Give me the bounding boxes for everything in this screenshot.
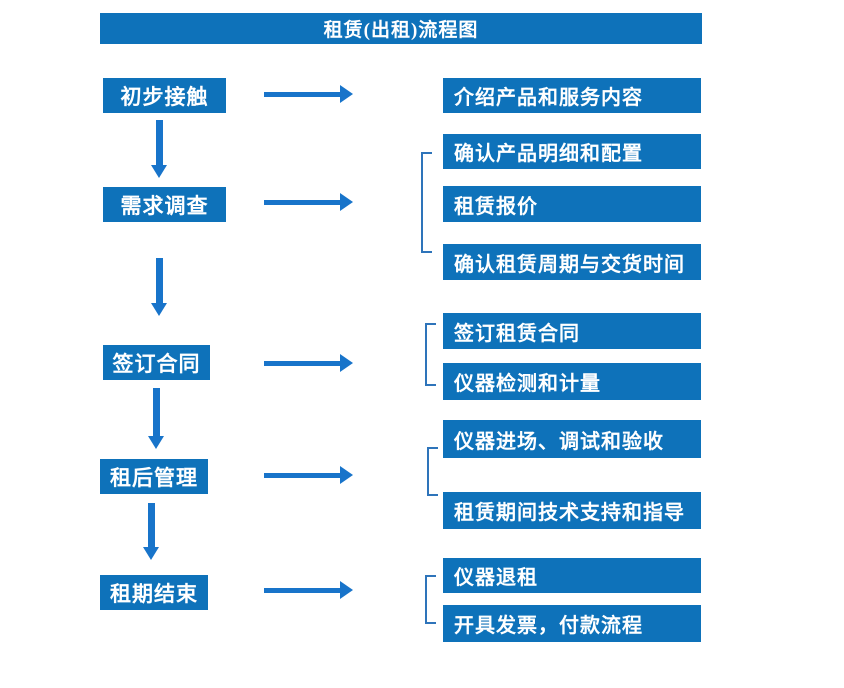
arrow-shaft — [156, 258, 163, 304]
group-bracket — [425, 575, 436, 624]
step-box-post-rental-management: 租后管理 — [100, 459, 208, 494]
step-box-rental-end: 租期结束 — [100, 575, 208, 610]
arrow-head — [340, 354, 353, 372]
arrow-head — [340, 581, 353, 599]
arrow-head — [340, 466, 353, 484]
detail-box-technical-support: 租赁期间技术支持和指导 — [443, 492, 701, 529]
group-bracket — [421, 152, 432, 253]
detail-box-confirm-period-delivery: 确认租赁周期与交货时间 — [443, 244, 701, 280]
detail-box-instrument-testing: 仪器检测和计量 — [443, 363, 701, 400]
arrow-shaft — [264, 360, 342, 366]
arrow-shaft — [264, 587, 342, 593]
detail-box-sign-rental-contract: 签订租赁合同 — [443, 313, 701, 349]
detail-box-invoice-payment: 开具发票，付款流程 — [443, 605, 701, 642]
arrow-shaft — [148, 503, 155, 548]
down-arrow-icon — [151, 258, 168, 316]
arrow-head — [143, 547, 159, 560]
down-arrow-icon — [151, 120, 168, 178]
diagram-title: 租赁(出租)流程图 — [100, 13, 702, 44]
right-arrow-icon — [264, 354, 353, 372]
arrow-head — [148, 436, 164, 449]
arrow-shaft — [156, 120, 163, 166]
arrow-head — [151, 165, 167, 178]
detail-box-introduce-products: 介绍产品和服务内容 — [443, 78, 701, 113]
detail-box-instrument-setup: 仪器进场、调试和验收 — [443, 420, 701, 458]
group-bracket — [427, 447, 438, 496]
step-box-demand-survey: 需求调查 — [103, 187, 226, 222]
down-arrow-icon — [143, 503, 160, 560]
arrow-shaft — [153, 388, 160, 437]
detail-box-instrument-return: 仪器退租 — [443, 558, 701, 593]
group-bracket — [425, 323, 436, 386]
arrow-head — [340, 85, 353, 103]
step-box-initial-contact: 初步接触 — [103, 78, 226, 113]
step-box-sign-contract: 签订合同 — [103, 345, 210, 380]
arrow-shaft — [264, 472, 342, 478]
detail-box-confirm-details: 确认产品明细和配置 — [443, 134, 701, 169]
arrow-shaft — [264, 199, 342, 205]
right-arrow-icon — [264, 85, 353, 103]
right-arrow-icon — [264, 581, 353, 599]
right-arrow-icon — [264, 466, 353, 484]
down-arrow-icon — [148, 388, 165, 449]
arrow-head — [151, 303, 167, 316]
right-arrow-icon — [264, 193, 353, 211]
detail-box-rental-quote: 租赁报价 — [443, 186, 701, 222]
arrow-head — [340, 193, 353, 211]
arrow-shaft — [264, 91, 342, 97]
